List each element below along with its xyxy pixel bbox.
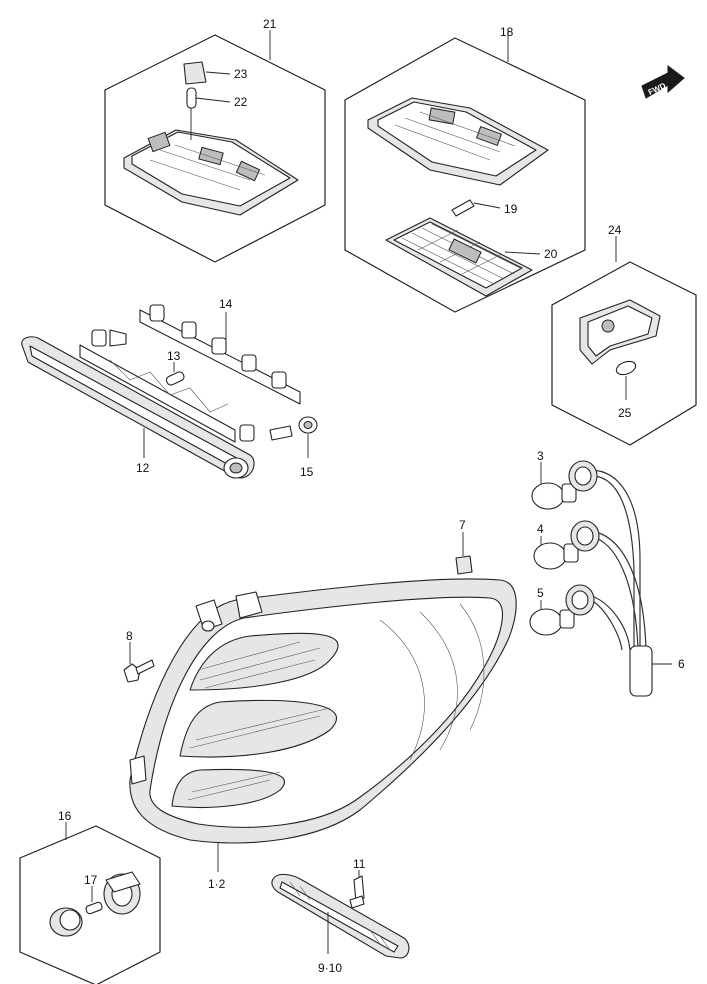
bulb-25-icon <box>615 360 637 376</box>
callout-4: 4 <box>537 522 544 536</box>
lens-16-icon <box>49 907 83 937</box>
lens-20-icon <box>385 217 533 297</box>
callout-11: 11 <box>353 857 366 871</box>
callout-21: 21 <box>263 17 277 31</box>
bolt-8-icon <box>123 642 155 683</box>
reflector-9-10-icon <box>271 873 410 959</box>
callout-16: 16 <box>58 809 72 823</box>
socket-16-icon <box>103 871 141 915</box>
callout-22: 22 <box>234 95 248 109</box>
cap-23-icon <box>183 61 207 85</box>
frame-16 <box>19 825 161 984</box>
callout-1-2: 1·2 <box>208 877 226 891</box>
callout-3: 3 <box>537 449 544 463</box>
bulb-17-icon <box>85 886 103 915</box>
callout-17: 17 <box>84 873 98 887</box>
bulb-5-icon <box>529 584 595 636</box>
map-lamp-housing-icon <box>367 97 549 186</box>
group-21-room-lamp <box>104 30 326 263</box>
group-16-side-turn-lamp <box>19 822 161 984</box>
callout-20: 20 <box>544 247 558 261</box>
bulb-13-icon <box>165 371 185 386</box>
frame-21 <box>104 34 326 263</box>
callout-18: 18 <box>500 25 514 39</box>
callout-13: 13 <box>167 349 181 363</box>
callout-6: 6 <box>678 657 685 671</box>
callout-5: 5 <box>537 586 544 600</box>
frame-24 <box>551 261 697 446</box>
clip-7-icon <box>455 532 473 575</box>
callout-12: 12 <box>136 461 150 475</box>
callout-8: 8 <box>126 629 133 643</box>
bulb-4-icon <box>533 520 600 570</box>
callout-19: 19 <box>504 202 518 216</box>
callout-9-10: 9·10 <box>318 961 342 975</box>
rear-combination-harness <box>529 460 672 697</box>
rear-combination-lamp-1-2-icon <box>129 578 517 872</box>
high-mount-stop-lamp <box>21 304 318 479</box>
frame-18 <box>344 37 586 313</box>
room-lamp-housing-icon <box>123 129 299 216</box>
group-18-map-lamp <box>344 30 586 313</box>
callout-7: 7 <box>459 518 466 532</box>
lamp-holder-14-icon <box>79 304 301 443</box>
callout-15: 15 <box>300 465 314 479</box>
screw-11-icon <box>349 870 365 909</box>
fwd-arrow-icon: FWD <box>641 65 685 99</box>
bulb-19-icon <box>451 199 501 217</box>
group-24-license-lamp <box>551 236 697 446</box>
callout-14: 14 <box>219 297 233 311</box>
bulb-3-icon <box>531 460 598 510</box>
callout-24: 24 <box>608 223 622 237</box>
callout-23: 23 <box>234 67 248 81</box>
license-lamp-socket-icon <box>579 299 661 365</box>
grommet-15-icon <box>298 416 318 434</box>
wire-harness-6-icon <box>589 469 653 697</box>
callout-25: 25 <box>618 406 632 420</box>
